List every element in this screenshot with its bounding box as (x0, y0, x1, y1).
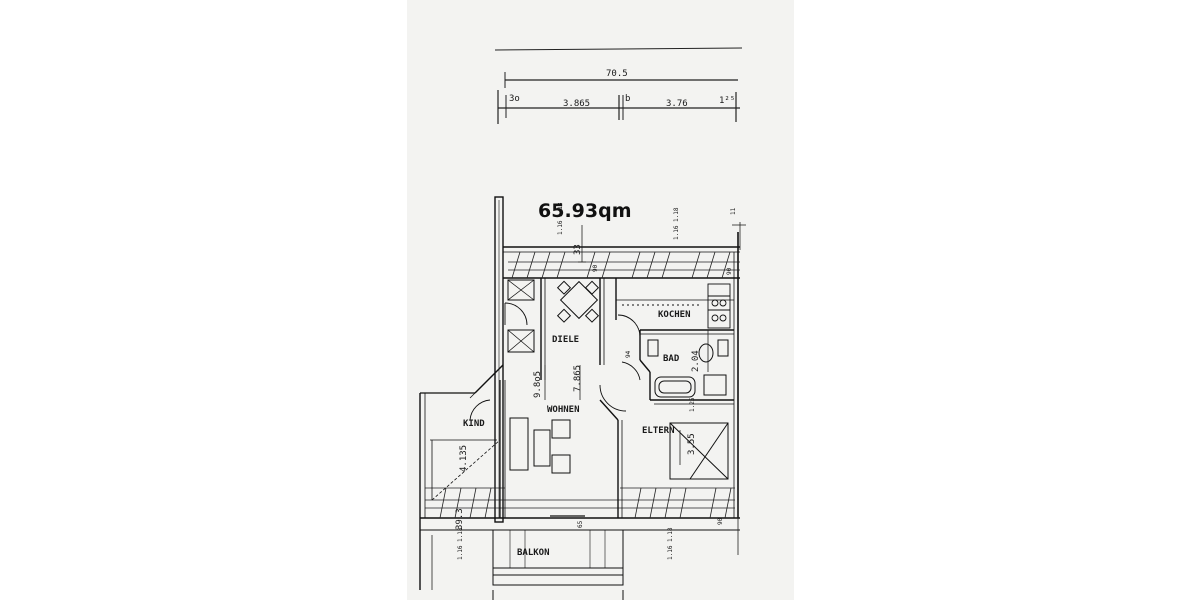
bathroom-fixtures (647, 339, 729, 398)
left-offset-label: 3o (509, 94, 520, 104)
bed (669, 422, 729, 480)
roof-hatching-bottom (425, 487, 735, 519)
room-label-bad: BAD (663, 354, 680, 364)
measure-bad-94: 94 (625, 350, 632, 358)
end-mark-label: 1²⁵ (719, 96, 735, 106)
measure-bad-side: 2.04 (691, 350, 701, 372)
room-label-kochen: KOCHEN (658, 310, 691, 320)
room-label-kind: KIND (463, 419, 485, 429)
measure-wohnen-left: 9.8o5 (533, 371, 543, 398)
balcony (492, 515, 624, 600)
measure-corner-mark: 11 (730, 207, 737, 215)
measure-top-right-90: 90 (726, 267, 733, 275)
measure-bottom-left: 39.3 (455, 508, 465, 530)
room-label-balkon: BALKON (517, 548, 550, 558)
segment-left-label: 3.865 (563, 99, 590, 109)
measure-window-top-left: 1.16 1.18 (557, 202, 564, 235)
kitchen-equipment (622, 283, 731, 329)
measure-eltern-side: 3.55 (687, 433, 697, 455)
kid-room-detail (430, 439, 501, 501)
total-width-label: 70.5 (606, 69, 628, 79)
measure-bottom-right-90: 90 (717, 517, 724, 525)
doors (469, 302, 641, 421)
mark-b-label: b (625, 94, 630, 104)
room-label-wohnen: WOHNEN (547, 405, 580, 415)
area-label: 65.93qm (538, 200, 632, 222)
measure-eltern-125: 1.25 (689, 397, 696, 412)
dining-table (556, 280, 600, 323)
measure-top-33: 33 (573, 244, 583, 255)
outer-walls (419, 196, 740, 590)
measure-wohnen-right: 7.865 (573, 365, 583, 392)
room-label-eltern: ELTERN (642, 426, 675, 436)
measure-ticks (431, 222, 746, 590)
segment-right-label: 3.76 (666, 99, 688, 109)
room-label-diele: DIELE (552, 335, 579, 345)
measure-window-top-right: 1.16 1.18 (673, 207, 680, 240)
measure-window-bottom-right: 1.16 1.18 (667, 527, 674, 560)
measure-window-bottom-left: 1.16 1.18 (457, 527, 464, 560)
measure-kind-side: 4.135 (459, 445, 469, 472)
dimension-lines (494, 47, 743, 124)
measure-top-mid-90: 90 (592, 264, 599, 272)
roof-hatching-top (508, 251, 740, 279)
living-furniture (509, 417, 571, 474)
measure-bottom-65: 65 (577, 520, 584, 528)
interior-walls (499, 278, 734, 518)
